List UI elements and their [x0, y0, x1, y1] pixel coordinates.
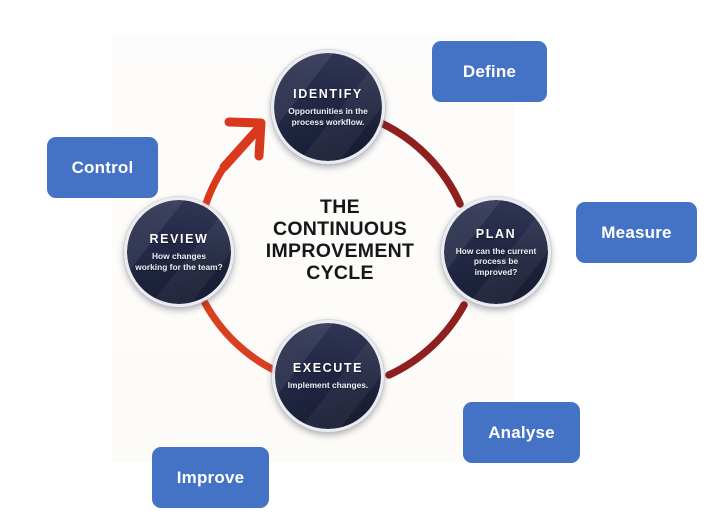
node-gradient-facet — [444, 200, 548, 304]
dmaic-label-improve[interactable]: Improve — [152, 447, 269, 508]
center-title-line-2: CONTINUOUS — [272, 218, 408, 240]
stage-description-plan: How can the current process be improved? — [455, 245, 537, 277]
stage-node-execute-text: EXECUTE Implement changes. — [280, 361, 377, 390]
dmaic-label-measure[interactable]: Measure — [576, 202, 697, 263]
stage-description-identify: Opportunities in the process workflow. — [288, 106, 368, 127]
stage-node-plan[interactable]: PLAN How can the current process be impr… — [441, 197, 551, 307]
arc-identify-to-plan — [377, 119, 464, 208]
stage-description-execute: Implement changes. — [287, 380, 369, 391]
node-gradient-facet — [275, 323, 381, 429]
center-title-line-4: CYCLE — [306, 262, 374, 284]
stage-node-identify-text: IDENTIFY Opportunities in the process wo… — [274, 87, 382, 127]
center-title-line-3: IMPROVEMENT — [265, 240, 415, 262]
arc-execute-to-review — [201, 299, 282, 376]
dmaic-label-analyse[interactable]: Analyse — [463, 402, 580, 463]
stage-title-plan: PLAN — [475, 226, 517, 241]
stage-node-plan-text: PLAN How can the current process be impr… — [444, 227, 548, 277]
dmaic-label-control[interactable]: Control — [47, 137, 158, 198]
stage-title-review: REVIEW — [149, 232, 209, 247]
cycle-arrowhead-icon — [219, 117, 266, 172]
stage-title-execute: EXECUTE — [292, 361, 364, 376]
stage-node-identify[interactable]: IDENTIFY Opportunities in the process wo… — [271, 50, 385, 164]
arc-plan-to-execute — [385, 301, 468, 379]
stage-node-review-text: REVIEW How changes working for the team? — [127, 232, 231, 272]
node-gradient-facet — [127, 200, 231, 304]
node-gradient-facet — [274, 53, 382, 161]
diagram-center-title: THE CONTINUOUS IMPROVEMENT CYCLE — [250, 196, 430, 284]
center-title-line-1: THE — [320, 196, 360, 218]
stage-title-identify: IDENTIFY — [293, 87, 363, 102]
stage-node-execute[interactable]: EXECUTE Implement changes. — [272, 320, 384, 432]
stage-node-review[interactable]: REVIEW How changes working for the team? — [124, 197, 234, 307]
dmaic-label-define[interactable]: Define — [432, 41, 547, 102]
stage-description-review: How changes working for the team? — [135, 251, 223, 272]
